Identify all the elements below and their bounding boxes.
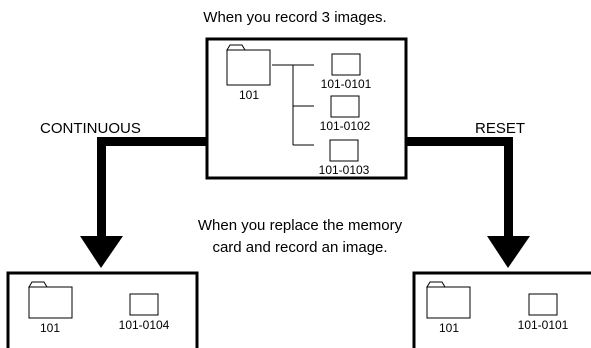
reset-label: RESET	[475, 120, 526, 137]
tree-connector	[272, 64, 314, 146]
middle-caption-line1: When you replace the memory	[197, 217, 403, 234]
top-caption: When you record 3 images.	[203, 9, 387, 26]
reset-arrow	[406, 137, 530, 268]
file-icon-1	[331, 53, 361, 76]
continuous-panel-box	[6, 271, 199, 348]
continuous-label: CONTINUOUS	[40, 120, 141, 137]
continuous-file-icon	[129, 293, 159, 316]
continuous-file-name: 101-0104	[118, 318, 170, 332]
top-folder-name: 101	[238, 88, 260, 102]
continuous-folder-name: 101	[39, 321, 61, 335]
reset-panel-box	[412, 271, 591, 348]
top-file-name-2: 101-0102	[319, 119, 371, 133]
file-icon-3	[329, 139, 359, 162]
file-icon-2	[330, 95, 360, 118]
top-file-name-1: 101-0101	[320, 77, 372, 91]
continuous-arrow	[80, 137, 207, 268]
continuous-folder-icon	[28, 281, 73, 319]
reset-file-name: 101-0101	[517, 318, 569, 332]
reset-folder-name: 101	[438, 321, 460, 335]
top-file-name-3: 101-0103	[318, 163, 370, 177]
top-panel-box	[205, 37, 408, 180]
folder-icon	[226, 44, 271, 86]
reset-file-icon	[528, 293, 558, 316]
middle-caption-line2: card and record an image.	[212, 239, 388, 256]
reset-folder-icon	[426, 281, 471, 319]
